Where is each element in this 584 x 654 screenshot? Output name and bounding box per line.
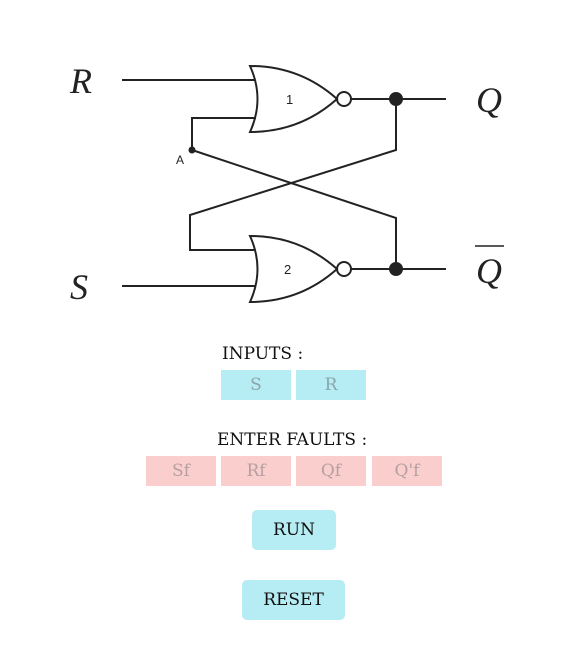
qf-fault-button[interactable]: Qf xyxy=(296,456,366,486)
sr-latch-diagram: R S Q Q 1 2 A xyxy=(69,61,504,307)
node-a-dot xyxy=(188,146,196,154)
qbar-f-fault-button[interactable]: Q'f xyxy=(372,456,442,486)
gate-2-number: 2 xyxy=(284,262,291,277)
r-signal-label: R xyxy=(69,61,92,101)
reset-button[interactable]: RESET xyxy=(242,580,345,620)
inputs-heading: INPUTS : xyxy=(222,344,304,364)
qbar-signal-label: Q xyxy=(476,251,502,291)
nor-gate-1 xyxy=(248,64,339,134)
rf-fault-button[interactable]: Rf xyxy=(221,456,291,486)
feedback-wire-q-to-gate2 xyxy=(189,99,397,251)
qbar-junction-dot xyxy=(389,262,403,276)
gate-1-inverter-bubble xyxy=(336,91,352,107)
r-input-button[interactable]: R xyxy=(296,370,366,400)
q-signal-label: Q xyxy=(476,80,502,120)
node-a-label: A xyxy=(176,153,184,167)
s-signal-label: S xyxy=(70,267,88,307)
feedback-wire-qbar-to-gate1 xyxy=(191,117,397,269)
run-button[interactable]: RUN xyxy=(252,510,336,550)
q-junction-dot xyxy=(389,92,403,106)
faults-heading: ENTER FAULTS : xyxy=(217,430,368,450)
gate-2-inverter-bubble xyxy=(336,261,352,277)
nor-gate-2 xyxy=(248,234,339,304)
gate-1-number: 1 xyxy=(286,92,293,107)
sf-fault-button[interactable]: Sf xyxy=(146,456,216,486)
s-input-button[interactable]: S xyxy=(221,370,291,400)
